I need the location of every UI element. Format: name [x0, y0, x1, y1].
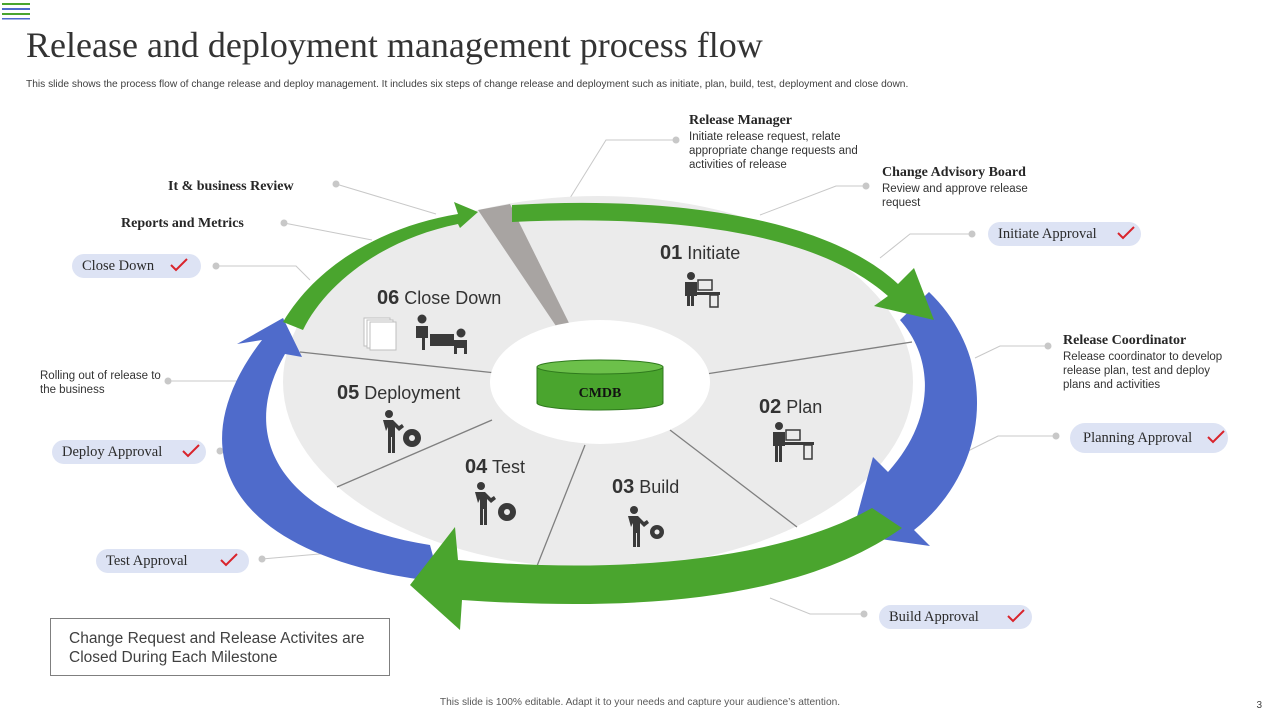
segment-dividers: [299, 341, 913, 567]
step-test-label: 04 Test: [465, 456, 525, 478]
green-arrow-top: [283, 202, 478, 330]
blue-arrow-left: [222, 318, 440, 582]
meeting-icon: [416, 314, 467, 354]
deploy-approval-pill: Deploy Approval: [52, 440, 206, 464]
role-release-coordinator-title: Release Coordinator: [1063, 333, 1187, 348]
test-approval-label: Test Approval: [106, 553, 188, 569]
role-release-coordinator-desc: Release coordinator to develop release p…: [1063, 351, 1223, 391]
initiate-approval-label: Initiate Approval: [998, 226, 1097, 242]
cmdb-label: CMDB: [579, 386, 622, 401]
person-gear-icon: [475, 482, 516, 525]
start-wedge: [478, 204, 570, 326]
check-icon: [170, 258, 188, 272]
step-close-down-label: 06 Close Down: [377, 287, 502, 309]
rolling-out-label: Rolling out of release to the business: [40, 370, 161, 396]
role-cab-title: Change Advisory Board: [882, 165, 1026, 180]
build-approval-label: Build Approval: [889, 609, 979, 625]
person-gear-icon: [628, 506, 664, 547]
step-deployment-label: 05 Deployment: [337, 382, 461, 404]
cmdb-database: [536, 359, 664, 411]
people-desk-icon: [685, 272, 720, 308]
close-down-pill: Close Down: [72, 254, 201, 278]
person-gear-icon: [383, 410, 421, 453]
close-down-approval-label: Close Down: [82, 258, 155, 274]
check-icon: [220, 553, 238, 567]
role-release-manager-title: Release Manager: [689, 113, 793, 128]
page-number: 3: [1256, 700, 1262, 711]
check-icon: [1007, 609, 1025, 623]
footer-text: This slide is 100% editable. Adapt it to…: [439, 697, 841, 708]
step-plan-label: 02 Plan: [759, 396, 823, 418]
role-cab-desc: Review and approve release request: [882, 183, 1028, 209]
green-arrow-right: [512, 202, 934, 320]
deploy-approval-label: Deploy Approval: [62, 444, 163, 460]
planning-approval-label: Planning Approval: [1083, 430, 1193, 446]
role-release-manager-desc: Initiate release request, relate appropr…: [689, 131, 858, 171]
build-approval-pill: Build Approval: [879, 605, 1032, 629]
step-build-label: 03 Build: [612, 476, 680, 498]
menu-icon[interactable]: [2, 2, 30, 20]
check-icon: [1117, 226, 1135, 240]
reports-metrics-label: Reports and Metrics: [121, 216, 244, 231]
green-arrow-bottom: [410, 508, 902, 630]
milestone-note: Change Request and Release Activites are…: [50, 618, 390, 676]
check-icon: [182, 444, 200, 458]
test-approval-pill: Test Approval: [96, 549, 249, 573]
blue-arrow-right: [852, 292, 978, 546]
planning-approval-pill: Planning Approval: [1070, 423, 1228, 453]
documents-icon: [363, 317, 397, 351]
step-initiate-label: 01 Initiate: [660, 242, 741, 264]
page-subtitle: This slide shows the process flow of cha…: [26, 79, 909, 90]
page-title: Release and deployment management proces…: [26, 25, 763, 65]
people-desk-icon: [773, 422, 814, 462]
it-business-review-label: It & business Review: [168, 179, 294, 194]
initiate-approval-pill: Initiate Approval: [988, 222, 1141, 246]
check-icon: [1207, 430, 1225, 444]
